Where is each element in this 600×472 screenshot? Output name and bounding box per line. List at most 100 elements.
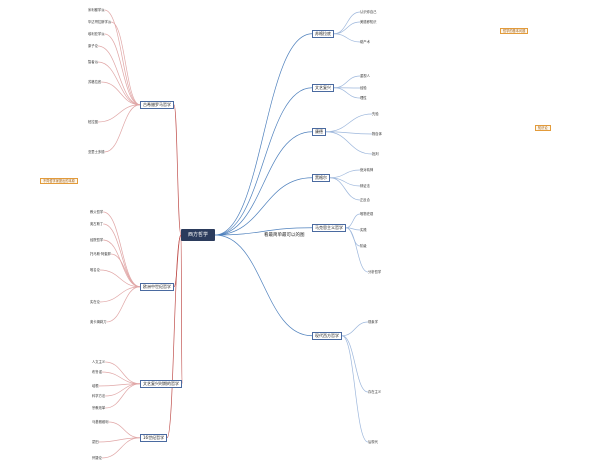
connector (325, 113, 373, 133)
list-item: 阶级 (360, 244, 367, 248)
list-item: 重视人 (360, 74, 370, 78)
connector (333, 21, 361, 35)
branch-renaissance[interactable]: 文艺复兴时期的哲学 (140, 380, 182, 388)
list-item: 布鲁诺 (92, 370, 102, 374)
connector (333, 33, 361, 43)
connector (329, 177, 361, 201)
list-item: 马基雅维利 (92, 420, 109, 424)
list-item: 现象学 (368, 320, 378, 324)
list-item: 实践 (360, 228, 367, 232)
connector (105, 361, 141, 385)
list-item: 存在主义 (368, 390, 382, 394)
connector (166, 234, 182, 439)
connector (214, 87, 313, 236)
connector (180, 234, 183, 385)
connector (329, 177, 361, 187)
connector (99, 286, 141, 303)
list-item: 毕达哥拉斯学派 (88, 20, 112, 24)
connector (103, 211, 141, 288)
connector (97, 104, 141, 123)
connector (104, 33, 141, 106)
list-item: 美德即知识 (360, 20, 377, 24)
connector (325, 131, 373, 155)
branch-kant[interactable]: 康德 (312, 128, 326, 136)
left-note: 不同哲学家提出的本原 (40, 178, 78, 184)
connector (214, 177, 313, 236)
connector (110, 21, 141, 106)
connector (333, 75, 361, 89)
connector (214, 33, 313, 236)
connector (101, 437, 141, 459)
list-item: 亚里士多德 (88, 150, 105, 154)
branch-medieval[interactable]: 欧洲中世纪哲学 (140, 283, 174, 291)
list-item: 奥卡姆剃刀 (90, 320, 107, 324)
connector (214, 227, 313, 236)
branch-hegel[interactable]: 黑格尔 (312, 174, 330, 182)
list-item: 辩证法 (360, 184, 370, 188)
connector (101, 81, 141, 106)
connector (101, 371, 141, 385)
list-item: 批判 (372, 152, 379, 156)
branch-greek-roman[interactable]: 古希腊罗马哲学 (140, 101, 174, 109)
connector (105, 383, 141, 409)
connector (333, 11, 361, 35)
list-item: 正反合 (360, 198, 370, 202)
list-item: 埃利亚学派 (88, 32, 105, 36)
list-item: 唯物史观 (360, 212, 374, 216)
list-item: 经验 (360, 86, 367, 90)
connector (108, 421, 141, 439)
list-item: 米利都学派 (88, 8, 105, 12)
list-item: 原子论 (88, 44, 98, 48)
root-node[interactable]: 西方哲学 (181, 229, 215, 241)
list-item: 助产术 (360, 40, 370, 44)
list-item: 理性 (360, 96, 367, 100)
list-item: 人文主义 (92, 360, 106, 364)
list-item: 柏拉图 (88, 120, 98, 124)
list-item: 科学方法 (92, 394, 106, 398)
connector (345, 227, 369, 273)
connector (341, 335, 369, 443)
list-item: 智者派 (88, 60, 98, 64)
list-item: 托马斯·阿奎那 (90, 252, 111, 256)
connector (345, 213, 361, 229)
connector (106, 286, 141, 323)
connector (341, 335, 369, 393)
branch-socrates[interactable]: 苏格拉底 (312, 30, 334, 38)
list-item: 怀疑论 (92, 456, 102, 460)
connector (173, 104, 182, 236)
list-item: 后现代 (368, 440, 378, 444)
list-item: 奥古斯丁 (90, 222, 104, 226)
connector (214, 131, 313, 236)
branch-modern-western[interactable]: 现代西方哲学 (312, 332, 342, 340)
connector (214, 234, 313, 337)
list-item: 物自体 (372, 132, 382, 136)
branch-16th[interactable]: 16世纪哲学 (140, 434, 168, 442)
connector (329, 169, 361, 179)
connector (97, 45, 141, 106)
connector (99, 269, 141, 288)
connector (104, 104, 141, 153)
connector (97, 61, 141, 106)
list-item: 苏格拉底 (88, 80, 102, 84)
branch-marxism[interactable]: 马克思主义哲学 (312, 224, 346, 232)
list-item: 绝对精神 (360, 168, 374, 172)
right-subtitle: 看最简单最可以的图 (264, 233, 305, 238)
connector (341, 321, 369, 337)
list-item: 蒙田 (92, 440, 99, 444)
list-item: 认识你自己 (360, 10, 377, 14)
connector (104, 9, 141, 106)
list-item: 培根 (92, 384, 99, 388)
list-item: 唯名论 (90, 268, 100, 272)
connector (333, 87, 361, 99)
list-item: 先验 (372, 112, 379, 116)
right-note-2: 知识论 (535, 125, 551, 131)
list-item: 宗教改革 (92, 406, 106, 410)
list-item: 教父哲学 (90, 210, 104, 214)
branch-renaissance-right[interactable]: 文艺复兴 (312, 84, 334, 92)
right-note-1: 哲学的基本问题 (500, 28, 529, 34)
list-item: 分析哲学 (368, 270, 382, 274)
connector (110, 253, 141, 288)
list-item: 经院哲学 (90, 238, 104, 242)
